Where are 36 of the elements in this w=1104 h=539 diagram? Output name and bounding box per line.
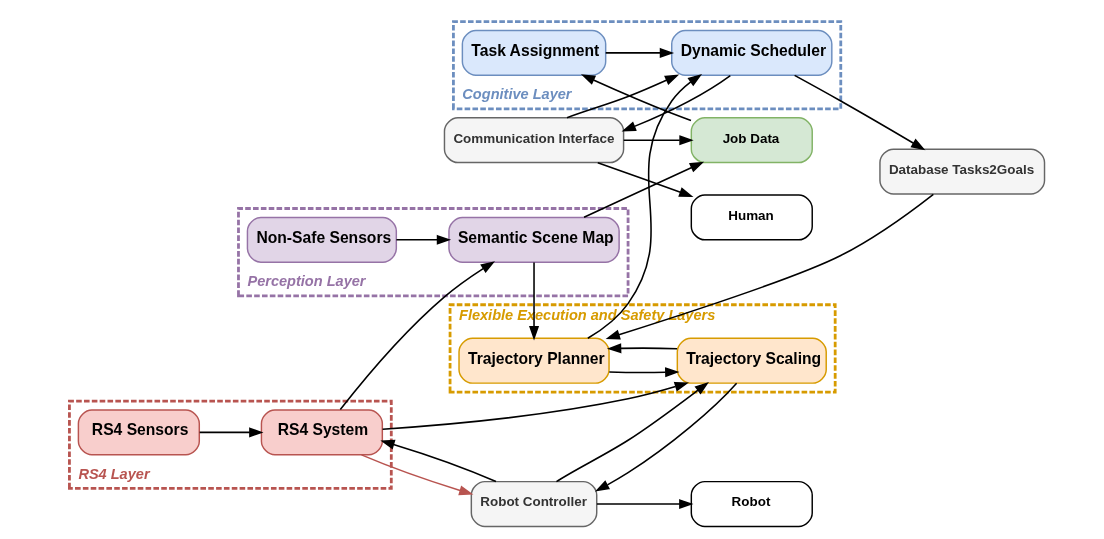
- node-box: Human: [690, 194, 813, 241]
- arrow: [395, 234, 451, 245]
- arrow: [621, 74, 731, 132]
- arrow: [528, 261, 539, 341]
- arrow: [586, 73, 702, 340]
- node-box: Trajectory Scaling: [676, 337, 827, 384]
- arrow: [606, 343, 678, 354]
- arrow: [605, 193, 934, 340]
- arrow: [608, 367, 679, 378]
- node-box: Communication Interface: [443, 117, 624, 164]
- node-box: Trajectory Planner: [457, 337, 610, 384]
- node-box: RS4 Sensors: [77, 409, 200, 456]
- node-box: Database Tasks2Goals: [878, 148, 1045, 195]
- arrow: [580, 74, 692, 122]
- node-box: Semantic Scene Map: [447, 216, 620, 263]
- node-box: Job Data: [690, 117, 813, 164]
- node-box: Non-Safe Sensors: [246, 216, 397, 263]
- node-box: RS4 System: [260, 409, 383, 456]
- node-box: Robot Controller: [470, 480, 597, 528]
- arrow: [595, 499, 693, 510]
- node-box: Robot: [690, 480, 813, 528]
- arrow: [793, 74, 925, 151]
- arrow: [594, 382, 737, 492]
- node-box: Task Assignment: [461, 29, 606, 76]
- node-box: Dynamic Scheduler: [670, 29, 833, 76]
- arrow: [360, 454, 473, 496]
- arrow: [582, 161, 704, 218]
- arrow: [622, 135, 694, 146]
- arrow: [339, 261, 495, 411]
- arrow: [565, 74, 679, 119]
- arrow: [596, 161, 693, 197]
- arrow: [379, 439, 497, 483]
- arrow: [198, 427, 263, 438]
- arrow: [604, 47, 674, 58]
- arrow: [555, 381, 709, 483]
- arrow: [381, 381, 689, 430]
